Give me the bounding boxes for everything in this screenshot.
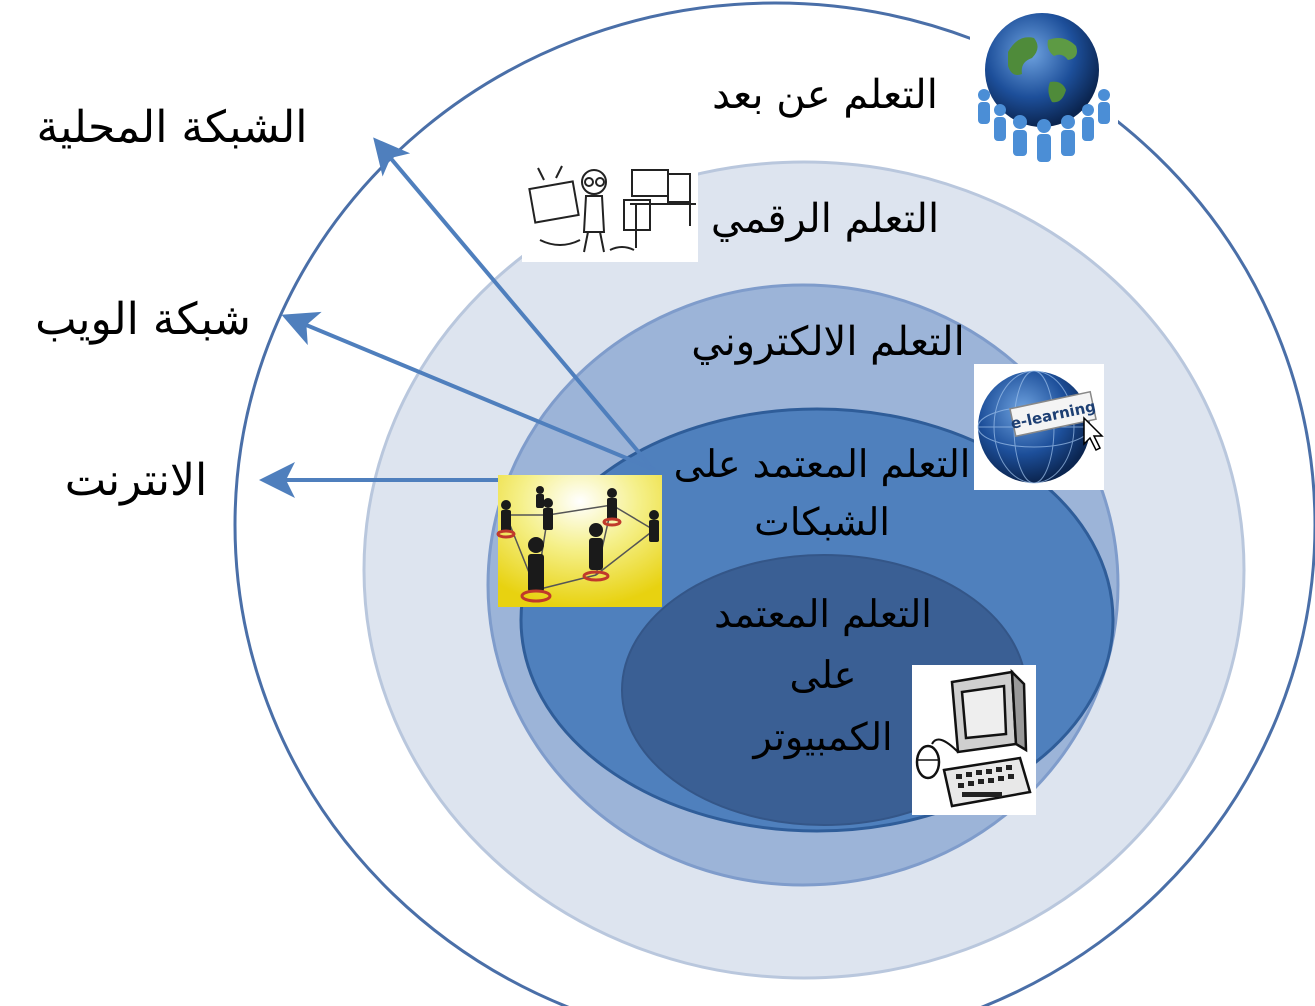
arrow-to-web xyxy=(281,311,656,472)
ring-label-computer-line2: على xyxy=(790,653,857,697)
ring-label-elearning: التعلم الالكتروني xyxy=(691,319,964,365)
ring-label-computer-line3: الكمبيوتر xyxy=(751,715,892,760)
ring-label-computer-line1: التعلم المعتمد xyxy=(714,592,932,637)
ring-label-network-line2: الشبكات xyxy=(754,500,890,544)
arrow-to-lan xyxy=(373,137,654,470)
computer-icon xyxy=(912,665,1036,815)
side-label-web: شبكة الويب xyxy=(35,294,251,345)
cartoon-computer-icon xyxy=(522,160,698,262)
elearning-globe-icon: e-learning xyxy=(974,364,1104,490)
side-label-lan: الشبكة المحلية xyxy=(37,102,308,153)
side-label-internet: الانترنت xyxy=(65,455,208,506)
ring-label-digital: التعلم الرقمي xyxy=(711,196,939,242)
network-people-icon xyxy=(496,475,662,607)
ring-label-network-line1: التعلم المعتمد على xyxy=(674,442,971,487)
globe-people-icon xyxy=(970,13,1118,170)
ring-label-distance: التعلم عن بعد xyxy=(712,72,938,118)
